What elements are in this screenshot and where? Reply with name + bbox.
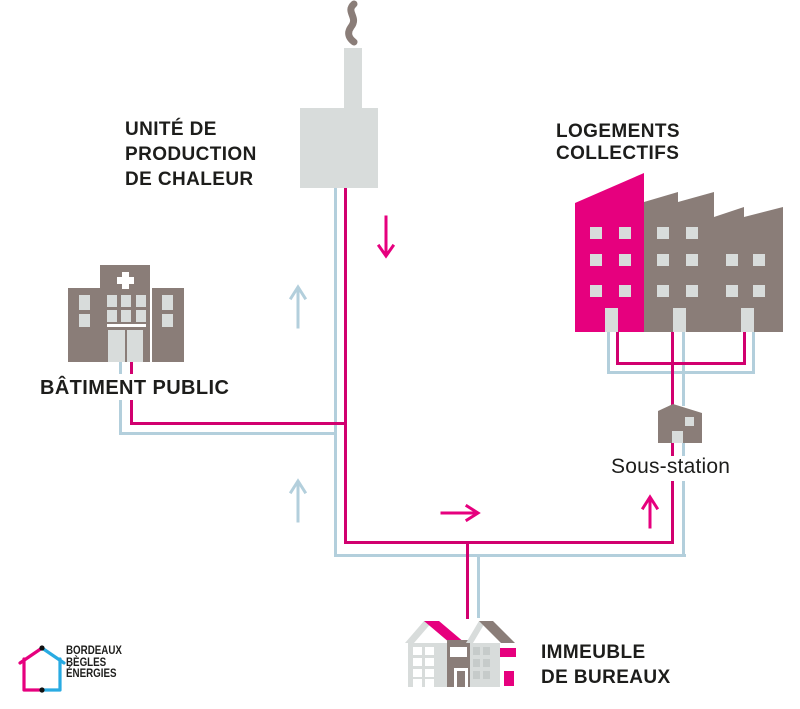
logo-wordmark: BORDEAUX BÈGLES ÉNERGIES — [66, 645, 122, 681]
supply-pipe-public-horizontal — [130, 422, 347, 425]
substation-building — [658, 404, 702, 443]
supply-pipe-substation-mid — [671, 443, 674, 456]
supply-pipe-public-stub — [130, 360, 133, 374]
production-unit-label: UNITÉ DE PRODUCTION DE CHALEUR — [125, 117, 257, 192]
public-building — [68, 265, 184, 362]
pink-sign — [504, 671, 514, 686]
return-pipe-public-horizontal — [119, 432, 337, 435]
label-line: DE CHALEUR — [125, 169, 254, 190]
return-pipe-substation-bottom — [682, 481, 685, 557]
flow-up-arrow-icon — [289, 478, 307, 523]
flow-right-arrow-icon — [440, 504, 481, 522]
taupe-roof — [479, 621, 515, 643]
return-pipe-housing-right — [752, 332, 755, 374]
flow-up-arrow-icon — [641, 494, 659, 529]
supply-pipe-housing-left — [616, 332, 619, 365]
logo-line: ÉNERGIES — [66, 668, 117, 680]
flow-up-arrow-icon — [289, 284, 307, 329]
supply-pipe-public-vertical — [130, 400, 133, 425]
return-pipe-public-stub — [119, 360, 122, 374]
door — [127, 330, 143, 362]
heat-plant-building — [300, 0, 378, 188]
supply-pipe-substation-top — [671, 332, 674, 406]
pink-sign — [500, 648, 516, 657]
medical-cross-icon — [117, 272, 134, 289]
return-pipe-substation-top — [682, 332, 685, 406]
supply-pipe-housing-run — [616, 362, 746, 365]
public-building-label: BÂTIMENT PUBLIC — [40, 377, 230, 399]
logo-line: BORDEAUX — [66, 645, 122, 657]
return-pipe-plant-trunk — [334, 187, 337, 557]
sawtooth-apartment-block — [644, 192, 783, 332]
smoke-icon — [345, 0, 358, 46]
label-line: IMMEUBLE — [541, 642, 646, 663]
chimney — [344, 48, 362, 109]
logo-house-icon — [18, 645, 66, 693]
logo-line: BÈGLES — [66, 656, 107, 669]
flow-down-arrow-icon — [377, 215, 395, 259]
supply-pipe-substation-bottom — [671, 481, 674, 544]
return-pipe-housing-run — [607, 371, 755, 374]
office-buildings — [405, 621, 516, 687]
label-line: PRODUCTION — [125, 144, 257, 165]
supply-pipe-bottom-run — [344, 541, 674, 544]
label-line: UNITÉ DE — [125, 119, 217, 140]
supply-pipe-office-branch — [466, 541, 469, 619]
apartment-buildings — [575, 173, 783, 332]
door — [108, 330, 125, 362]
collective-housing-label: LOGEMENTS COLLECTIFS — [556, 121, 680, 164]
return-pipe-bottom-run — [334, 554, 686, 557]
supply-pipe-plant-trunk — [344, 187, 347, 544]
plant-body — [300, 108, 378, 188]
door — [605, 308, 618, 332]
label-line: DE BUREAUX — [541, 667, 671, 688]
supply-pipe-housing-right — [743, 332, 746, 365]
door — [673, 308, 686, 332]
return-pipe-public-vertical — [119, 400, 122, 435]
office-building-label: IMMEUBLE DE BUREAUX — [541, 640, 671, 690]
pink-roof — [424, 621, 465, 643]
return-pipe-office-branch — [477, 554, 480, 618]
substation-label: Sous-station — [611, 455, 731, 478]
door — [672, 431, 683, 443]
return-pipe-substation-mid — [682, 443, 685, 456]
return-pipe-housing-left — [607, 332, 610, 374]
door — [741, 308, 754, 332]
